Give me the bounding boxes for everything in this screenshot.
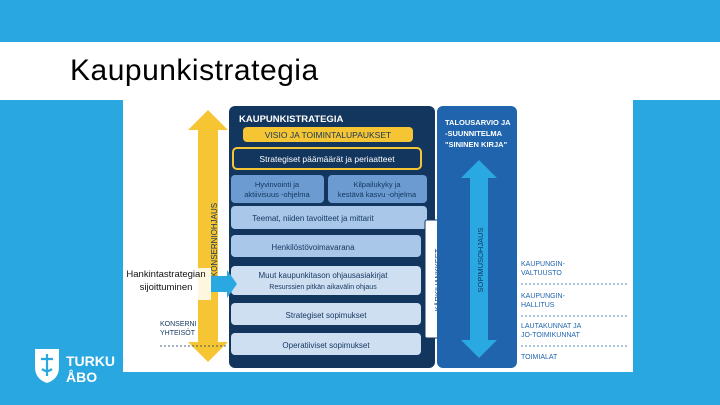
callout-arrow [115,268,237,300]
other-docs-text: Muut kaupunkitason ohjausasiakirjat [259,271,389,280]
right-label-1-line1: KAUPUNGIN- [521,261,566,268]
budget-line3: "SININEN KIRJA" [445,140,508,149]
operative-agreements-text: Operatiiviset sopimukset [282,341,370,350]
turku-crest-icon [35,349,59,383]
logo-line1: TURKU [66,353,115,369]
themes-box [231,206,427,229]
right-label-2-line2: HALLITUS [521,302,555,309]
operative-agreements-box [231,333,421,355]
strategic-agreements-box [231,303,421,325]
right-label-3-line2: JO-TOIMIKUNNAT [521,332,581,339]
right-label-3-line1: LAUTAKUNNAT JA [521,323,582,330]
program-left-line1: Hyvinvointi ja [255,180,300,189]
sopimusohjaus-arrow: SOPIMUSOHJAUS [461,160,497,358]
title-band [0,42,720,100]
logo-line2: ÅBO [66,369,98,385]
themes-text: Teemat, niiden tavoitteet ja mittarit [252,214,374,223]
strategy-header: KAUPUNKISTRATEGIA [239,114,343,125]
konserni-line1: KONSERNI [160,321,197,328]
konserni-line2: YHTEISÖT [160,329,196,337]
vision-box [243,127,413,142]
sopimusohjaus-label: SOPIMUSOHJAUS [476,227,485,292]
program-left-line2: aktiivisuus -ohjelma [244,190,310,199]
strategy-diagram: KONSERNIOHJAUS KAUPUNKISTRATEGIA VISIO J… [115,106,628,368]
diagram-panel: KONSERNIOHJAUS KAUPUNKISTRATEGIA VISIO J… [115,100,633,372]
strategic-agreements-text: Strategiset sopimukset [286,311,368,320]
right-label-2-line1: KAUPUNGIN- [521,293,566,300]
right-label-4: TOIMIALAT [521,354,558,361]
slide-title: Kaupunkistrategia [70,54,319,87]
right-label-1-line2: VALTUUSTO [521,270,562,277]
resources-text: Resurssien pitkän aikavälin ohjaus [269,284,377,291]
other-docs-box [231,266,421,295]
program-right-box [328,175,427,203]
program-right-line2: kestävä kasvu -ohjelma [338,190,417,199]
callout-line2: sijoittuminen [139,282,193,293]
vision-text: VISIO JA TOIMINTALUPAUKSET [265,130,391,140]
callout-label: Hankintastrategian sijoittuminen [116,268,216,294]
konserniohjaus-label: KONSERNIOHJAUS [210,203,219,277]
callout-line1: Hankintastrategian [126,269,206,280]
turku-logo: TURKU ÅBO [32,345,132,395]
hr-box [231,235,421,257]
hr-text: Henkilöstövoimavarana [271,243,355,252]
program-right-line1: Kilpailukyky ja [353,180,401,189]
goals-box [232,147,422,170]
budget-line1: TALOUSARVIO JA [445,118,511,127]
logo-text: TURKU ÅBO [66,353,115,385]
program-left-box [231,175,324,203]
goals-text: Strategiset päämäärät ja periaatteet [259,154,395,164]
budget-line2: -SUUNNITELMA [445,129,503,138]
